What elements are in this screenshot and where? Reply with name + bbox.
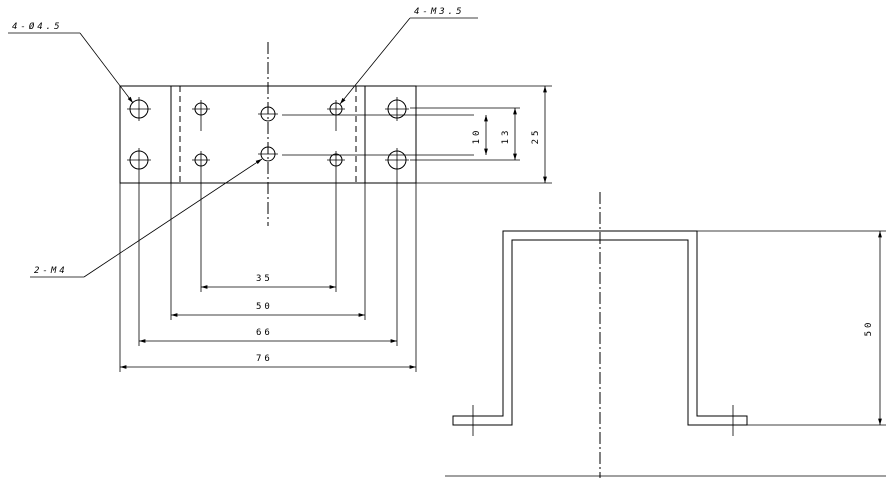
tapped-hole-m4 (258, 106, 278, 122)
leader-m4 (83, 158, 263, 278)
dimension-13: 13 (501, 128, 511, 145)
tapped-hole-m3-5 (327, 100, 345, 131)
callout-through-holes: 4-Ø4.5 (12, 21, 63, 32)
leader-m3-5 (339, 17, 411, 105)
through-hole (385, 97, 409, 121)
through-hole (127, 97, 151, 121)
top-view: 35 50 66 76 10 13 25 4-Ø4.5 4-M3.5 2-M4 (8, 7, 552, 372)
dimension-50: 50 (256, 302, 273, 312)
tapped-hole-m4 (258, 146, 278, 162)
dimension-66: 66 (256, 328, 273, 338)
tapped-hole-m3-5 (327, 151, 345, 169)
callout-m3-5: 4-M3.5 (414, 7, 465, 17)
callout-m4: 2-M4 (34, 266, 68, 276)
tapped-hole-m3-5 (192, 151, 210, 169)
leader-through-holes (79, 32, 134, 104)
dimension-10: 10 (472, 128, 482, 145)
dimension-76: 76 (256, 354, 273, 364)
dimension-35: 35 (256, 274, 273, 284)
tapped-hole-m3-5 (192, 100, 210, 131)
side-view: 50 (445, 192, 886, 478)
through-hole (385, 148, 409, 172)
through-hole (127, 148, 151, 172)
dimension-25: 25 (531, 128, 541, 145)
dimension-height-50: 50 (864, 320, 874, 337)
